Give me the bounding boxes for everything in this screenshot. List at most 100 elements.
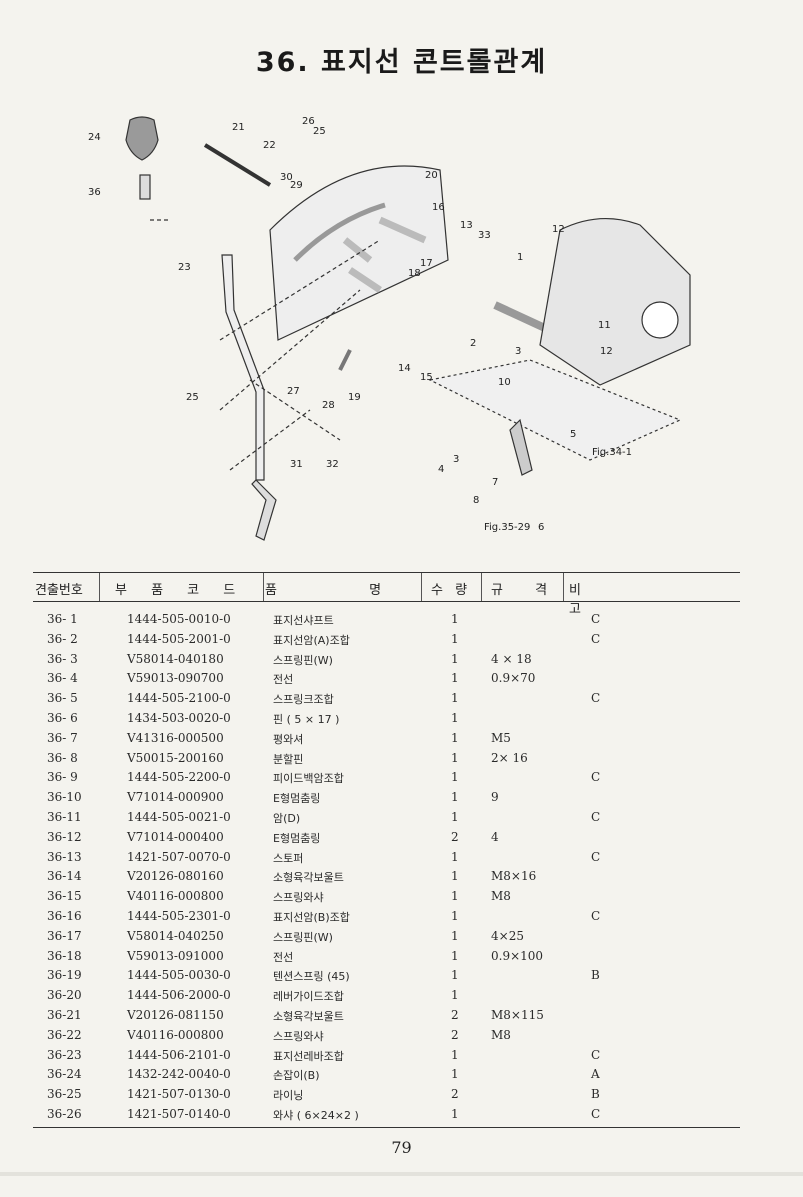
part-qty: 1 xyxy=(451,988,459,1003)
svg-text:11: 11 xyxy=(598,320,611,331)
part-name: 텐션스프링 (45) xyxy=(273,970,350,984)
svg-text:25: 25 xyxy=(186,392,199,403)
parts-table-header: 견출번호 부 품 코 드 품 명 수 량 규 격 비 고 xyxy=(33,572,740,617)
part-spec: 0.9×70 xyxy=(491,671,536,686)
part-qty: 1 xyxy=(451,1067,459,1082)
part-number: 36-20 xyxy=(47,988,82,1003)
part-name: 핀 ( 5 × 17 ) xyxy=(273,712,340,726)
part-number: 36- 8 xyxy=(47,750,78,765)
part-qty: 1 xyxy=(451,710,459,725)
part-qty: 2 xyxy=(451,1087,459,1102)
svg-text:23: 23 xyxy=(178,262,191,273)
part-number: 36-16 xyxy=(47,908,82,923)
part-code: V20126-080160 xyxy=(127,869,224,884)
part-spec: M8 xyxy=(491,1027,511,1042)
svg-text:6: 6 xyxy=(538,522,544,533)
svg-text:3: 3 xyxy=(453,454,459,465)
part-qty: 1 xyxy=(451,809,459,824)
part-qty: 1 xyxy=(451,770,459,785)
svg-text:33: 33 xyxy=(478,230,491,241)
part-name: 스토퍼 xyxy=(273,851,304,865)
part-number: 36- 3 xyxy=(47,651,78,666)
part-remark: C xyxy=(591,849,601,864)
part-name: 스프링와샤 xyxy=(273,891,324,905)
part-remark: C xyxy=(591,908,601,923)
header-name: 품 명 xyxy=(265,583,426,598)
svg-text:14: 14 xyxy=(398,363,411,374)
svg-text:8: 8 xyxy=(473,495,479,506)
part-remark: B xyxy=(591,968,600,983)
part-qty: 1 xyxy=(451,968,459,983)
part-qty: 1 xyxy=(451,671,459,686)
part-code: 1434-503-0020-0 xyxy=(127,710,231,725)
part-code: 1444-506-2101-0 xyxy=(127,1047,231,1062)
svg-text:18: 18 xyxy=(408,268,421,279)
part-qty: 1 xyxy=(451,612,459,626)
svg-text:4: 4 xyxy=(438,464,444,475)
part-number: 36-14 xyxy=(47,869,82,884)
part-code: 1421-507-0070-0 xyxy=(127,849,231,864)
exploded-parts-diagram: 24 36 21 22 30 26 25 29 20 23 16 13 33 1… xyxy=(80,110,720,560)
part-code: 1444-505-2100-0 xyxy=(127,691,231,706)
svg-text:30: 30 xyxy=(280,172,293,183)
part-qty: 1 xyxy=(451,691,459,706)
part-number: 36-11 xyxy=(47,809,82,824)
part-qty: 1 xyxy=(451,928,459,943)
part-remark: A xyxy=(591,1067,600,1082)
part-spec: M8×16 xyxy=(491,869,537,884)
part-remark: C xyxy=(591,612,601,626)
part-name: E형멈춤링 xyxy=(273,831,321,845)
part-spec: 4×25 xyxy=(491,928,524,943)
part-number: 36-25 xyxy=(47,1087,82,1102)
part-code: V58014-040250 xyxy=(127,928,224,943)
table-row: 36- 1 1444-505-0010-0 표지선샤프트 1 C xyxy=(33,610,740,630)
header-qty: 수 량 xyxy=(431,583,472,598)
part-number: 36-17 xyxy=(47,928,82,943)
svg-text:29: 29 xyxy=(290,180,303,191)
part-qty: 1 xyxy=(451,869,459,884)
part-remark: C xyxy=(591,809,601,824)
part-qty: 1 xyxy=(451,750,459,765)
diagram-svg: 24 36 21 22 30 26 25 29 20 23 16 13 33 1… xyxy=(88,116,691,541)
part-number: 36-23 xyxy=(47,1047,82,1062)
part-code: 1444-505-0030-0 xyxy=(127,968,231,983)
part-remark: C xyxy=(591,1047,601,1062)
part-name: E형멈춤링 xyxy=(273,792,321,806)
part-name: 소형육각보울트 xyxy=(273,1009,344,1023)
part-qty: 1 xyxy=(451,730,459,745)
part-number: 36-26 xyxy=(47,1106,82,1121)
parts-table: 견출번호 부 품 코 드 품 명 수 량 규 격 비 고 36- 1 1444-5… xyxy=(33,572,740,1125)
part-number: 36- 1 xyxy=(47,612,78,626)
svg-text:16: 16 xyxy=(432,202,445,213)
part-code: 1421-507-0140-0 xyxy=(127,1106,231,1121)
svg-text:12: 12 xyxy=(600,346,613,357)
page-number: 79 xyxy=(391,1138,412,1157)
svg-text:28: 28 xyxy=(322,400,335,411)
part-code: 1421-507-0130-0 xyxy=(127,1087,231,1102)
svg-text:3: 3 xyxy=(515,346,521,357)
part-code: V59013-090700 xyxy=(127,671,224,686)
part-number: 36-24 xyxy=(47,1067,82,1082)
header-no: 견출번호 xyxy=(35,583,83,598)
part-code: 1444-505-0010-0 xyxy=(127,612,231,626)
header-code: 부 품 코 드 xyxy=(115,583,246,598)
svg-text:27: 27 xyxy=(287,386,300,397)
part-name: 라이닝 xyxy=(273,1089,304,1103)
part-spec: 2× 16 xyxy=(491,750,528,765)
svg-text:25: 25 xyxy=(313,126,326,137)
part-name: 표지선샤프트 xyxy=(273,614,334,627)
svg-text:1: 1 xyxy=(517,252,523,263)
bottom-rule xyxy=(33,1127,740,1128)
